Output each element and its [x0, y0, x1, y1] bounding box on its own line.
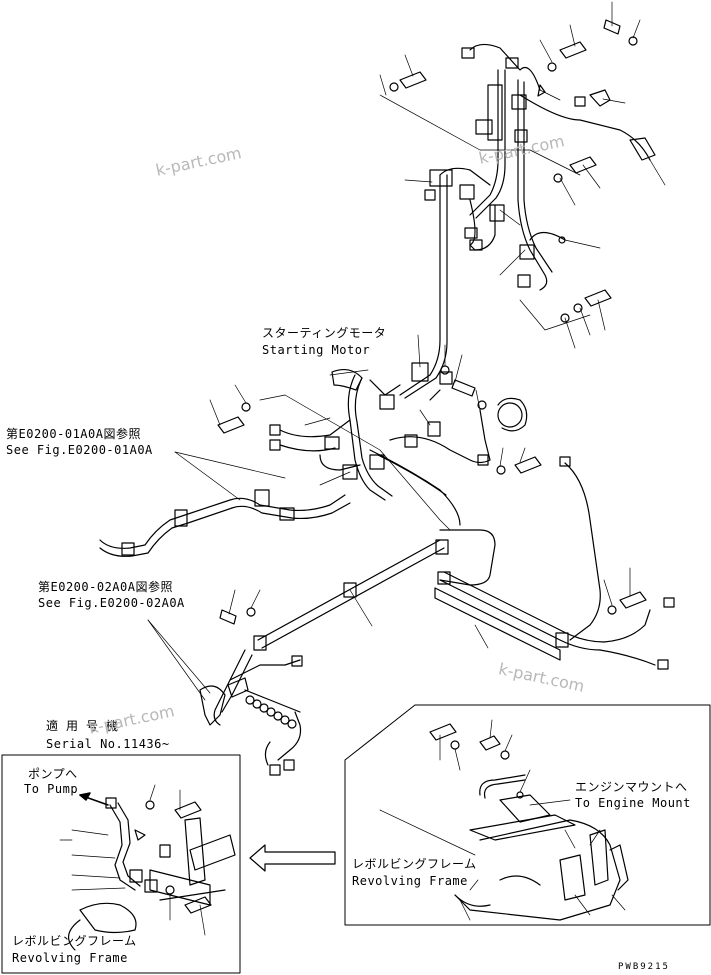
- revolving-frame-right-ja: レボルビングフレーム: [352, 857, 477, 871]
- transfer-arrow: [249, 844, 336, 872]
- lower-leaders: [147, 567, 631, 701]
- serial-label-en: Serial No.11436~: [46, 737, 170, 751]
- inset-left: [1, 754, 241, 974]
- engine-mount-label-en: To Engine Mount: [575, 796, 691, 810]
- upper-clamps: [424, 47, 656, 288]
- revolving-frame-right-en: Revolving Frame: [352, 874, 468, 888]
- starting-motor-label-ja: スターティングモータ: [262, 326, 387, 340]
- upper-leaders: [379, 1, 666, 349]
- pump-label-ja: ポンプへ: [28, 767, 78, 781]
- inset-right: [344, 704, 711, 926]
- lower-harness: [213, 462, 656, 766]
- revolving-frame-left-ja: レボルビングフレーム: [12, 934, 137, 948]
- ref2-label-en: See Fig.E0200-02A0A: [38, 596, 185, 610]
- lower-clamps: [199, 456, 675, 776]
- pump-label-en: To Pump: [24, 782, 79, 796]
- upper-fasteners: [389, 19, 638, 323]
- connector-bank: [245, 695, 297, 729]
- engine-mount-label-ja: エンジンマウントへ: [575, 780, 688, 794]
- middle-leaders: [174, 334, 526, 531]
- revolving-frame-left-en: Revolving Frame: [12, 951, 128, 965]
- starting-motor-label-en: Starting Motor: [262, 343, 371, 357]
- ref1-label-en: See Fig.E0200-01A0A: [6, 443, 153, 457]
- middle-harness: [99, 374, 491, 557]
- ref2-label-ja: 第E0200-02A0A図参照: [38, 580, 173, 594]
- ref1-label-ja: 第E0200-01A0A図参照: [6, 427, 141, 441]
- upper-harness: [399, 43, 651, 399]
- serial-label-ja: 適用号機: [46, 719, 127, 733]
- drawing-code: PWB9215: [618, 962, 670, 972]
- lower-fasteners: [219, 591, 647, 625]
- middle-clamps: [121, 362, 528, 556]
- middle-fasteners: [217, 365, 542, 475]
